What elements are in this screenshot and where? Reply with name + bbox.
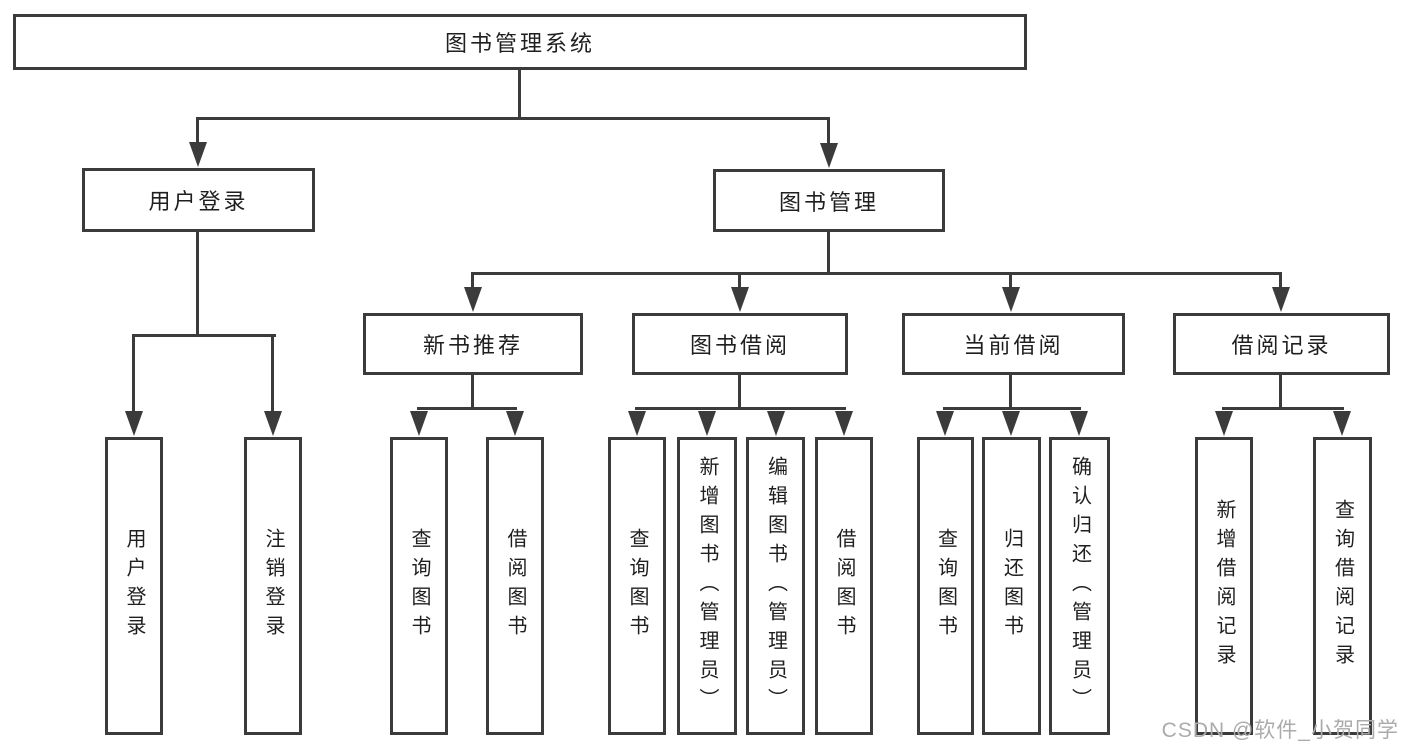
arrow-down-icon <box>189 142 207 167</box>
leaf-label: 借阅图书 <box>504 528 526 644</box>
leaf-label: 查询图书 <box>626 528 648 644</box>
connector-line <box>417 407 517 410</box>
connector-line <box>1279 375 1282 410</box>
connector-line <box>635 407 846 410</box>
node-leaf-nb-query-book: 查询图书 <box>390 437 448 735</box>
node-library-system: 图书管理系统 <box>13 14 1027 70</box>
node-book-borrow: 图书借阅 <box>632 313 848 375</box>
arrow-down-icon <box>464 287 482 312</box>
arrow-down-icon <box>1002 411 1020 436</box>
connector-line <box>1009 272 1012 294</box>
node-leaf-user-login: 用户登录 <box>105 437 163 735</box>
connector-line <box>827 117 830 149</box>
arrow-down-icon <box>820 143 838 168</box>
connector-line <box>827 232 830 275</box>
node-leaf-bb-add-book-admin: 新增图书（管理员） <box>677 437 737 735</box>
connector-line <box>471 272 474 294</box>
arrow-down-icon <box>1272 287 1290 312</box>
arrow-down-icon <box>410 411 428 436</box>
connector-line <box>196 117 830 120</box>
connector-line <box>471 375 474 410</box>
connector-line <box>271 334 274 414</box>
connector-line <box>738 375 741 410</box>
arrow-down-icon <box>767 411 785 436</box>
node-leaf-cb-confirm-return-admin: 确认归还（管理员） <box>1049 437 1110 735</box>
leaf-label: 注销登录 <box>262 528 284 644</box>
node-leaf-br-query-record: 查询借阅记录 <box>1313 437 1372 735</box>
arrow-down-icon <box>1070 411 1088 436</box>
node-leaf-nb-borrow-book: 借阅图书 <box>486 437 544 735</box>
arrow-down-icon <box>125 411 143 436</box>
connector-line <box>471 272 1282 275</box>
node-leaf-bb-edit-book-admin: 编辑图书（管理员） <box>746 437 805 735</box>
connector-line <box>1009 375 1012 410</box>
arrow-down-icon <box>731 287 749 312</box>
node-book-management: 图书管理 <box>713 169 945 232</box>
leaf-label: 确认归还（管理员） <box>1068 455 1091 717</box>
leaf-label: 用户登录 <box>123 528 145 644</box>
leaf-label: 归还图书 <box>1000 528 1023 644</box>
connector-line <box>738 272 741 294</box>
arrow-down-icon <box>698 411 716 436</box>
arrow-down-icon <box>1215 411 1233 436</box>
leaf-label: 新增借阅记录 <box>1213 499 1235 673</box>
arrow-down-icon <box>628 411 646 436</box>
leaf-label: 查询借阅记录 <box>1331 499 1354 673</box>
connector-line <box>196 117 199 149</box>
node-current-borrow: 当前借阅 <box>902 313 1125 375</box>
node-leaf-bb-query-book: 查询图书 <box>608 437 666 735</box>
connector-line <box>518 70 521 119</box>
node-new-book-recommend: 新书推荐 <box>363 313 583 375</box>
connector-line <box>132 334 135 414</box>
node-user-login: 用户登录 <box>82 168 315 232</box>
arrow-down-icon <box>1333 411 1351 436</box>
leaf-label: 查询图书 <box>934 528 957 644</box>
node-leaf-bb-borrow-book: 借阅图书 <box>815 437 873 735</box>
leaf-label: 查询图书 <box>408 528 430 644</box>
node-leaf-logout: 注销登录 <box>244 437 302 735</box>
csdn-watermark: CSDN @软件_小贺同学 <box>1161 719 1399 742</box>
node-leaf-cb-query-book: 查询图书 <box>917 437 974 735</box>
leaf-label: 编辑图书（管理员） <box>764 455 787 717</box>
arrow-down-icon <box>835 411 853 436</box>
arrow-down-icon <box>506 411 524 436</box>
arrow-down-icon <box>264 411 282 436</box>
connector-line <box>132 334 276 337</box>
node-leaf-br-add-record: 新增借阅记录 <box>1195 437 1253 735</box>
arrow-down-icon <box>1002 287 1020 312</box>
connector-line <box>196 232 199 337</box>
connector-line <box>1222 407 1344 410</box>
connector-line <box>1279 272 1282 294</box>
arrow-down-icon <box>936 411 954 436</box>
leaf-label: 借阅图书 <box>833 528 855 644</box>
node-borrow-records: 借阅记录 <box>1173 313 1390 375</box>
connector-line <box>943 407 1081 410</box>
node-leaf-cb-return-book: 归还图书 <box>982 437 1041 735</box>
leaf-label: 新增图书（管理员） <box>696 455 718 717</box>
